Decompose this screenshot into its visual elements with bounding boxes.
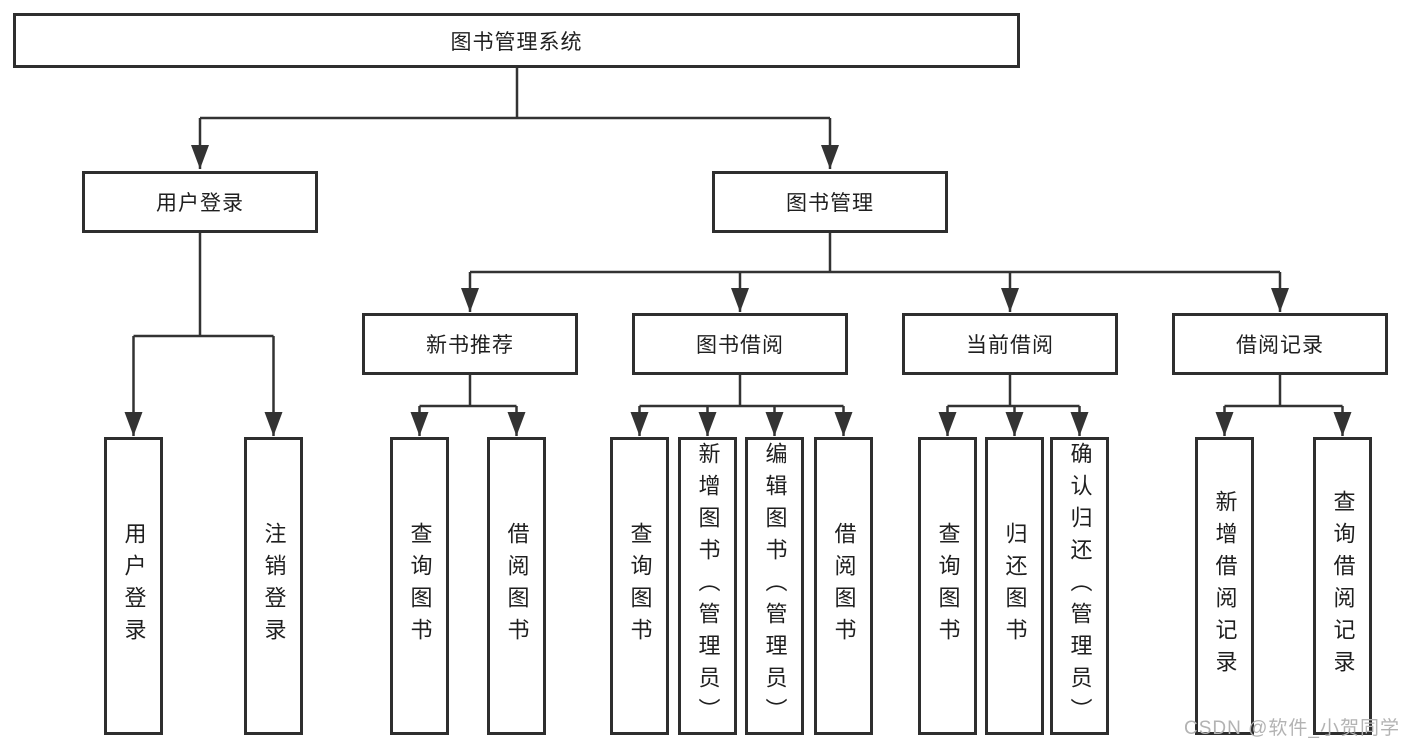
leaf-query-books-current: 查询图书 <box>918 437 977 735</box>
leaf-return-books: 归还图书 <box>985 437 1044 735</box>
leaf-query-borrow-record-label: 查询借阅记录 <box>1330 490 1356 682</box>
node-book-management-label: 图书管理 <box>786 192 874 215</box>
node-book-management: 图书管理 <box>712 171 948 233</box>
connector-current-borrow-children <box>938 375 1089 436</box>
leaf-borrow-books-recommend-label: 借阅图书 <box>504 522 530 650</box>
csdn-watermark: CSDN @软件_小贺同学 <box>1184 718 1400 739</box>
node-library-management-system: 图书管理系统 <box>13 13 1020 68</box>
leaf-user-login-label: 用户登录 <box>121 522 147 650</box>
node-current-borrow-label: 当前借阅 <box>966 334 1054 357</box>
node-new-book-recommend-label: 新书推荐 <box>426 334 514 357</box>
leaf-logout-label: 注销登录 <box>261 522 287 650</box>
connector-user-login-children <box>124 233 283 436</box>
leaf-query-books-current-label: 查询图书 <box>935 522 961 650</box>
node-borrow-records: 借阅记录 <box>1172 313 1388 375</box>
leaf-confirm-return-admin: 确认归还（管理员） <box>1050 437 1109 735</box>
leaf-add-borrow-record-label: 新增借阅记录 <box>1212 490 1238 682</box>
node-library-management-system-label: 图书管理系统 <box>450 30 583 54</box>
leaf-query-books-recommend-label: 查询图书 <box>407 522 433 650</box>
leaf-user-login: 用户登录 <box>104 437 163 735</box>
leaf-query-books-borrow-label: 查询图书 <box>627 522 653 650</box>
node-book-borrow: 图书借阅 <box>632 313 848 375</box>
connector-new-book-recommend-children <box>410 375 526 436</box>
connector-borrow-records-children <box>1215 375 1352 436</box>
node-new-book-recommend: 新书推荐 <box>362 313 578 375</box>
node-user-login-label: 用户登录 <box>156 192 244 215</box>
connector-book-management-children <box>461 233 1289 312</box>
connector-book-borrow-children <box>630 375 853 436</box>
leaf-query-books-borrow: 查询图书 <box>610 437 669 735</box>
node-current-borrow: 当前借阅 <box>902 313 1118 375</box>
leaf-add-books-admin: 新增图书（管理员） <box>678 437 737 735</box>
leaf-add-books-admin-label: 新增图书（管理员） <box>695 442 721 730</box>
node-user-login: 用户登录 <box>82 171 318 233</box>
leaf-borrow-books-recommend: 借阅图书 <box>487 437 546 735</box>
node-book-borrow-label: 图书借阅 <box>696 334 784 357</box>
leaf-edit-books-admin-label: 编辑图书（管理员） <box>762 442 788 730</box>
leaf-return-books-label: 归还图书 <box>1002 522 1028 650</box>
leaf-query-books-recommend: 查询图书 <box>390 437 449 735</box>
leaf-logout: 注销登录 <box>244 437 303 735</box>
leaf-edit-books-admin: 编辑图书（管理员） <box>745 437 804 735</box>
connector-root-to-level2 <box>191 68 839 169</box>
leaf-query-borrow-record: 查询借阅记录 <box>1313 437 1372 735</box>
leaf-confirm-return-admin-label: 确认归还（管理员） <box>1067 442 1093 730</box>
leaf-borrow-books-label: 借阅图书 <box>831 522 857 650</box>
leaf-add-borrow-record: 新增借阅记录 <box>1195 437 1254 735</box>
node-borrow-records-label: 借阅记录 <box>1236 334 1324 357</box>
leaf-borrow-books: 借阅图书 <box>814 437 873 735</box>
